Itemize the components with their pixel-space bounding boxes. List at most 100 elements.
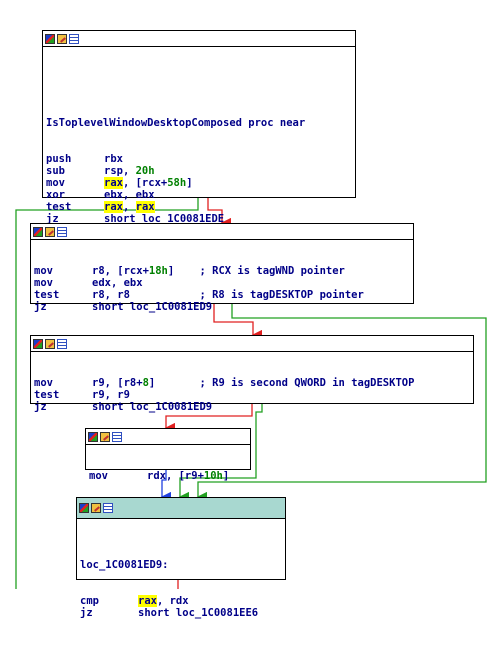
edge-node2-node5	[196, 304, 487, 503]
operands: short loc_1C0081ED9	[92, 401, 212, 413]
operand-text: short loc_1C0081ED9	[92, 401, 213, 413]
operand-text: short loc_1C0081EDE	[104, 213, 225, 225]
operands: rdx, [r9+10h]	[147, 470, 229, 482]
operand-text: rsp,	[104, 165, 136, 177]
list-icon[interactable]	[103, 503, 113, 513]
instruction-line[interactable]: mov edx, ebx	[34, 277, 409, 289]
graph-icon[interactable]	[88, 431, 98, 442]
graph-icon[interactable]	[33, 226, 43, 237]
operand-text: edx, ebx	[92, 277, 143, 289]
instruction-line[interactable]: xor ebx, ebx	[46, 189, 351, 201]
instruction-line[interactable]: test rax, rax	[46, 201, 351, 213]
graph-icon[interactable]	[79, 503, 89, 513]
operands: r8, [rcx+18h] ; RCX is tagWND pointer	[92, 265, 345, 277]
proc-label: IsToplevelWindowDesktopComposed proc nea…	[46, 117, 306, 129]
operand-text: r9, r9	[92, 389, 130, 401]
edge-node1-node2	[207, 198, 232, 229]
operands: rsp, 20h	[104, 165, 155, 177]
instruction-line[interactable]: jz short loc_1C0081ED9	[34, 401, 469, 413]
operands: rax, rax	[104, 201, 155, 213]
operand-text: short loc_1C0081EE6	[138, 607, 259, 619]
graph-edges	[15, 198, 487, 589]
block-header	[31, 224, 413, 240]
mnemonic: mov	[34, 265, 53, 277]
mnemonic: xor	[46, 189, 65, 201]
operands: short loc_1C0081ED9	[92, 301, 212, 313]
block-header	[77, 498, 285, 519]
operands: r9, r9	[92, 389, 130, 401]
immediate-value: 18h	[148, 265, 168, 277]
operands: edx, ebx	[92, 277, 143, 289]
mnemonic: mov	[34, 277, 53, 289]
operands: short loc_1C0081EDE	[104, 213, 224, 225]
operands: rax, rdx	[138, 595, 189, 607]
operand-text: ebx, ebx	[104, 189, 155, 201]
operands: rbx	[104, 153, 123, 165]
edit-icon[interactable]	[45, 338, 55, 349]
highlighted-register: rax	[104, 201, 123, 213]
operands: rax, [rcx+58h]	[104, 177, 193, 189]
operand-text: rbx	[104, 153, 123, 165]
immediate-value: 10h	[203, 470, 223, 482]
graph-icon[interactable]	[33, 338, 43, 349]
edge-node4-node5	[160, 470, 172, 503]
list-icon[interactable]	[57, 338, 67, 349]
mnemonic: mov	[34, 377, 53, 389]
immediate-value: 20h	[135, 165, 155, 177]
operand-text: ]	[167, 265, 200, 277]
block-header	[43, 31, 355, 47]
list-icon[interactable]	[112, 431, 122, 442]
operand-text: short loc_1C0081ED9	[92, 301, 213, 313]
immediate-value: 8	[142, 377, 149, 389]
list-icon[interactable]	[57, 226, 67, 237]
graph-icon[interactable]	[45, 33, 55, 44]
instruction-line[interactable]: jz short loc_1C0081EDE	[46, 213, 351, 225]
instruction-line[interactable]: test r9, r9	[34, 389, 469, 401]
operands: ebx, ebx	[104, 189, 155, 201]
operands: short loc_1C0081EE6	[138, 607, 258, 619]
edit-icon[interactable]	[100, 431, 110, 442]
instruction-line[interactable]: mov r8, [rcx+18h] ; RCX is tagWND pointer	[34, 265, 409, 277]
instruction-list: mov r8, [rcx+18h] ; RCX is tagWND pointer…	[34, 265, 409, 313]
mnemonic: mov	[46, 177, 65, 189]
mnemonic: test	[46, 201, 72, 213]
instruction-line[interactable]: sub rsp, 20h	[46, 165, 351, 177]
location-label: loc_1C0081ED9:	[80, 559, 169, 571]
instruction-line[interactable]: mov rdx, [r9+10h]	[89, 470, 246, 482]
list-icon[interactable]	[69, 33, 79, 44]
operand-text: ]	[186, 177, 193, 189]
mnemonic: jz	[34, 401, 47, 413]
basic-block-4[interactable]: mov rdx, [r9+10h]	[85, 428, 251, 482]
edit-icon[interactable]	[91, 503, 101, 513]
operand-text: ]	[222, 470, 230, 482]
mnemonic: test	[34, 389, 60, 401]
basic-block-2[interactable]: mov r8, [rcx+18h] ; RCX is tagWND pointer…	[30, 223, 414, 313]
mnemonic: mov	[89, 470, 108, 482]
mnemonic: cmp	[80, 595, 99, 607]
edit-icon[interactable]	[45, 226, 55, 237]
instruction-line[interactable]: mov rax, [rcx+58h]	[46, 177, 351, 189]
operand-text: ]	[148, 377, 200, 389]
edge-node2-node3	[213, 304, 263, 341]
mnemonic: test	[34, 289, 60, 301]
comment: ; RCX is tagWND pointer	[199, 265, 345, 277]
immediate-value: 58h	[167, 177, 187, 189]
instruction-line[interactable]: cmp rax, rdx	[80, 595, 281, 607]
operand-text: , rdx	[156, 595, 189, 607]
comment: ; R9 is second QWORD in tagDESKTOP	[199, 377, 415, 389]
mnemonic: jz	[46, 213, 59, 225]
operand-text: r8, r8	[92, 289, 200, 301]
basic-block-entry[interactable]: IsToplevelWindowDesktopComposed proc nea…	[42, 30, 356, 225]
edit-icon[interactable]	[57, 33, 67, 44]
block-header	[86, 429, 250, 445]
mnemonic: sub	[46, 165, 65, 177]
